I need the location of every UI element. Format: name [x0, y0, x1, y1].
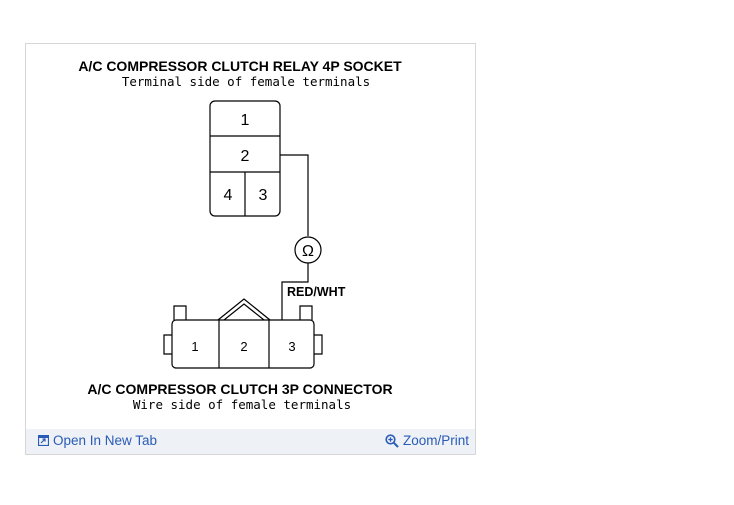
connector-terminal-3: 3 [288, 339, 295, 354]
connector-subtitle: Wire side of female terminals [133, 397, 351, 412]
figure-frame: A/C COMPRESSOR CLUTCH RELAY 4P SOCKET Te… [25, 43, 476, 455]
image-toolbar: Open In New Tab Zoom/Print [26, 429, 475, 454]
connector-tab-right [299, 305, 313, 320]
connector-terminal-2: 2 [240, 339, 247, 354]
wiring-diagram: A/C COMPRESSOR CLUTCH RELAY 4P SOCKET Te… [78, 58, 402, 412]
connector-latch-inner [223, 303, 265, 321]
relay-terminal-1: 1 [241, 112, 250, 129]
open-new-tab-icon [38, 435, 49, 446]
relay-socket: 1 2 4 3 [209, 100, 281, 217]
connector-ear-right [314, 334, 323, 355]
zoom-icon [385, 433, 399, 448]
relay-terminal-4: 4 [224, 187, 233, 204]
open-in-new-tab-link[interactable]: Open In New Tab [38, 433, 157, 448]
relay-terminal-2: 2 [241, 148, 250, 165]
connector-ear-left [163, 334, 172, 355]
ohm-symbol: Ω [302, 243, 314, 260]
relay-terminal-3: 3 [259, 187, 268, 204]
connector-latch-outer [217, 298, 271, 321]
connector-outline [171, 319, 315, 369]
test-lead-lower [281, 263, 309, 320]
connector-title: A/C COMPRESSOR CLUTCH 3P CONNECTOR [87, 381, 392, 397]
zoom-print-link[interactable]: Zoom/Print [385, 433, 469, 448]
connector-tab-left [173, 305, 187, 320]
zoom-print-label: Zoom/Print [402, 433, 469, 448]
ohmmeter: Ω [294, 236, 322, 264]
test-lead-upper [280, 154, 309, 236]
relay-socket-title: A/C COMPRESSOR CLUTCH RELAY 4P SOCKET [78, 58, 402, 74]
relay-socket-subtitle: Terminal side of female terminals [122, 74, 370, 89]
connector-terminal-1: 1 [191, 339, 198, 354]
clutch-connector: 1 2 3 [163, 298, 323, 369]
wire-color-label: RED/WHT [287, 285, 346, 299]
open-in-new-tab-label: Open In New Tab [53, 433, 158, 448]
